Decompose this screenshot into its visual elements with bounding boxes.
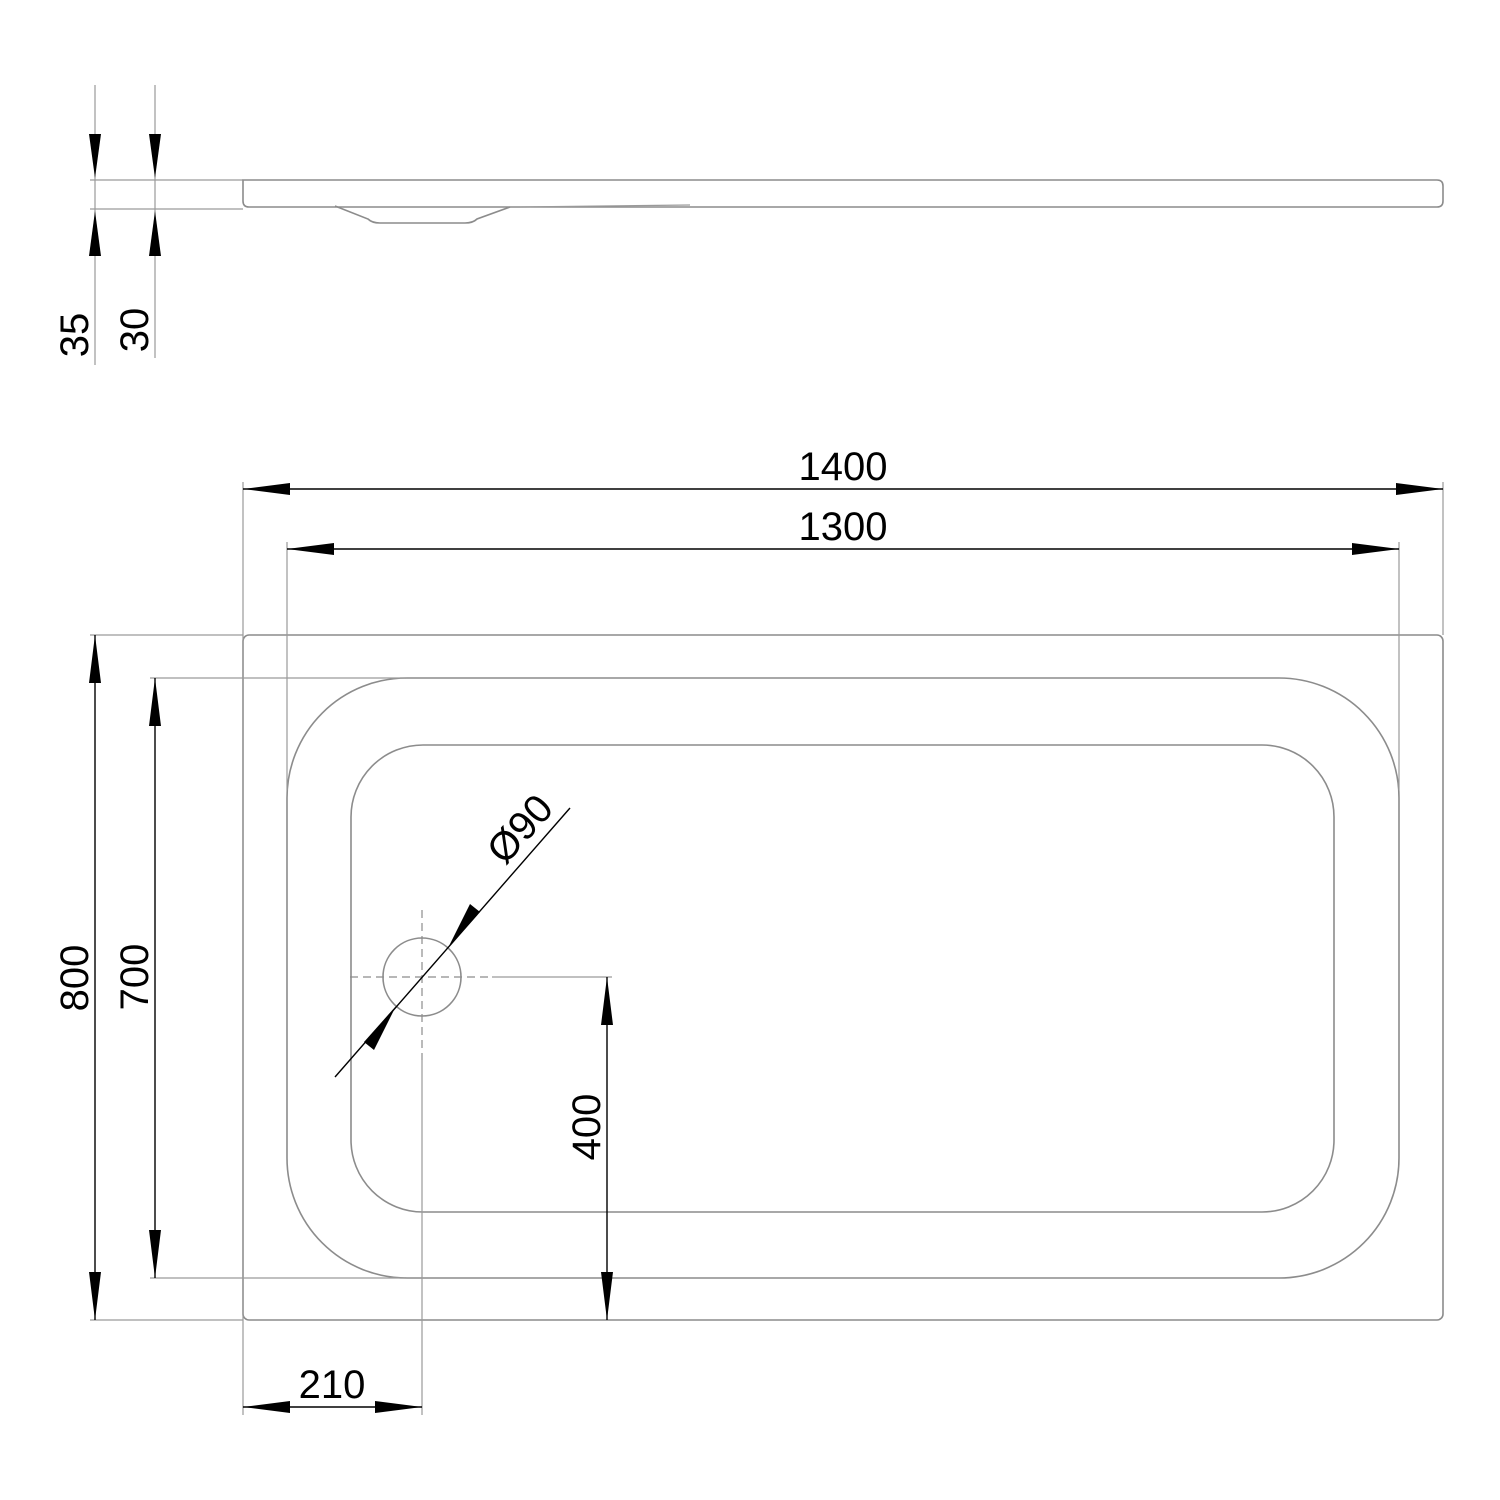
dimension-arrow bbox=[364, 1006, 396, 1050]
dimension-label-1300: 1300 bbox=[799, 505, 888, 549]
dimension-arrow bbox=[601, 977, 613, 1025]
dimension-arrow bbox=[375, 1401, 422, 1413]
dimension-label-1400: 1400 bbox=[799, 445, 888, 489]
dimension-label-30: 30 bbox=[113, 308, 157, 353]
dimension-arrow bbox=[149, 678, 161, 726]
dimension-arrow bbox=[243, 483, 290, 495]
dimension-arrow bbox=[243, 1401, 290, 1413]
slope-line bbox=[519, 204, 691, 208]
dimension-label-35: 35 bbox=[53, 313, 97, 358]
dimension-arrow bbox=[1396, 483, 1443, 495]
plan-view: 1400 1300 800 700 Ø90 bbox=[53, 445, 1444, 1415]
tray-basin-edge bbox=[286, 677, 1400, 1279]
dimension-arrow bbox=[601, 1272, 613, 1320]
dimension-arrow bbox=[287, 543, 334, 555]
dimension-arrow bbox=[149, 211, 161, 256]
side-view: 35 30 bbox=[53, 85, 1444, 365]
dimension-label-700: 700 bbox=[113, 944, 157, 1011]
dimension-arrow bbox=[89, 211, 101, 256]
dimension-label-diameter: Ø90 bbox=[479, 786, 562, 872]
dimension-arrow bbox=[149, 1230, 161, 1278]
dimension-arrow bbox=[89, 1272, 101, 1320]
dimension-arrow bbox=[89, 635, 101, 683]
dimension-arrow bbox=[1352, 543, 1399, 555]
tray-floor-edge bbox=[350, 744, 1335, 1213]
dimension-label-800: 800 bbox=[53, 945, 97, 1012]
dimension-arrow bbox=[89, 134, 101, 178]
dimension-label-210: 210 bbox=[299, 1363, 366, 1407]
tray-side-profile bbox=[242, 179, 1444, 208]
dimension-arrow bbox=[149, 134, 161, 178]
dimension-arrow bbox=[448, 904, 480, 948]
drain-profile bbox=[334, 205, 511, 224]
dimension-label-400: 400 bbox=[565, 1094, 609, 1161]
